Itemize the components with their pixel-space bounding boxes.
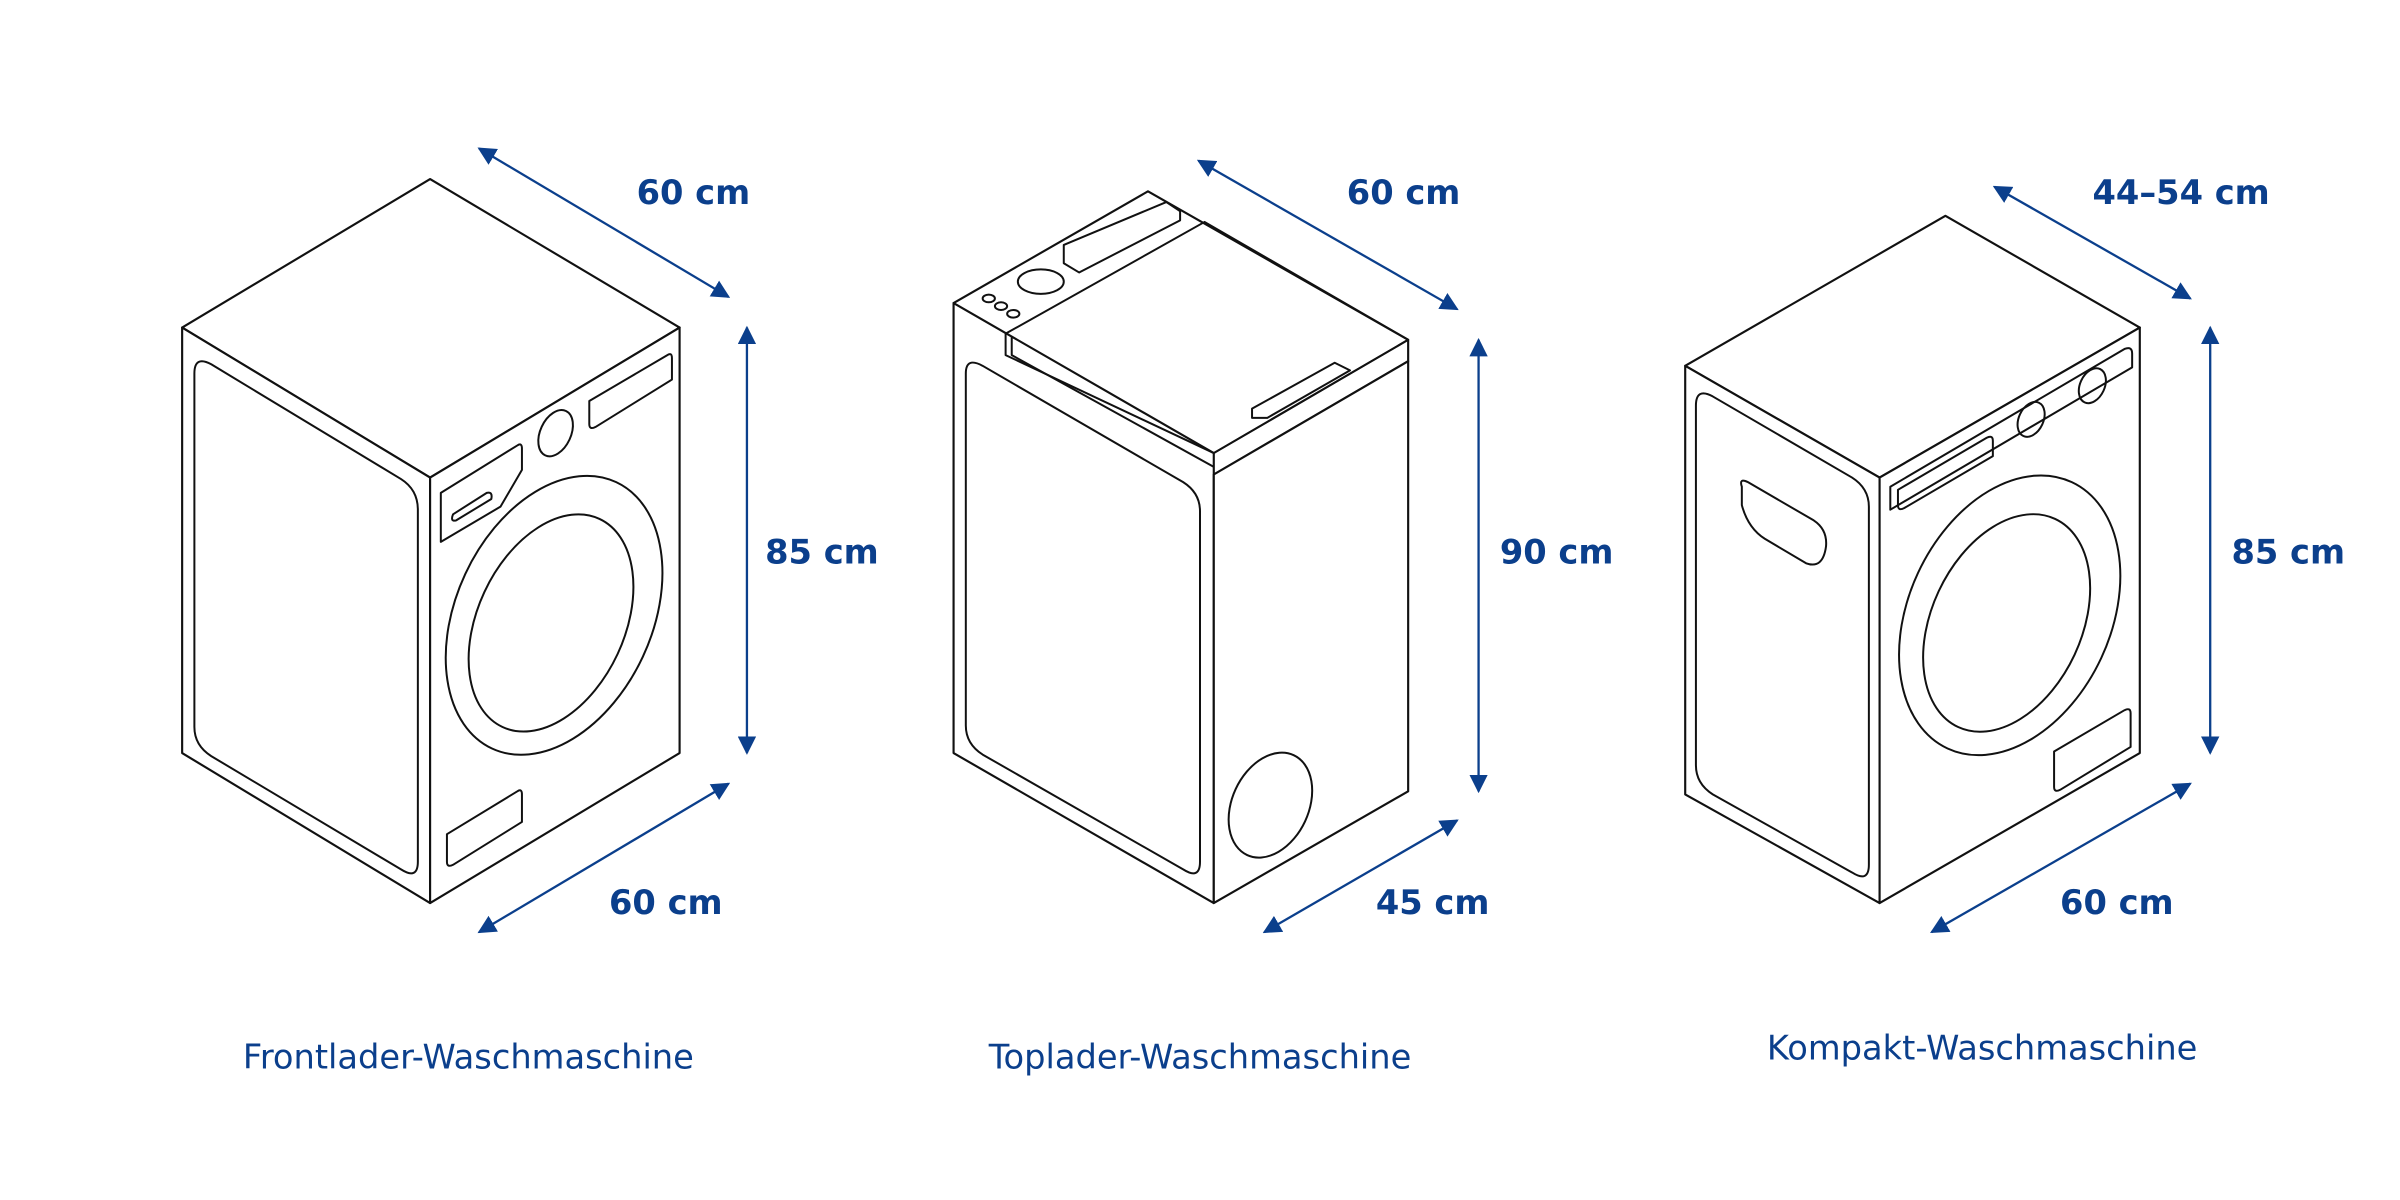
compact-caption: Kompakt-Waschmaschine [1767,1029,2198,1068]
toploader-width-arrow [1262,819,1459,934]
compact-width-arrow [1930,782,2192,934]
frontloader-width-arrow [477,782,731,934]
frontloader-depth-arrow [477,147,731,298]
toploader-width-label: 45 cm [1376,883,1490,922]
frontloader-width-label: 60 cm [609,883,723,922]
compact-height-label: 85 cm [2231,533,2345,572]
toploader-height-label: 90 cm [1500,533,1614,572]
frontloader-depth-label: 60 cm [637,173,751,212]
compact-width-label: 60 cm [2060,883,2174,922]
toploader-caption: Toplader-Waschmaschine [988,1038,1412,1077]
compact-depth-arrow [1992,185,2192,300]
toploader-illustration [952,190,1410,905]
compact-depth-label: 44–54 cm [2092,173,2269,212]
frontloader-height-label: 85 cm [765,533,879,572]
compact-machine-illustration [1684,214,2141,905]
toploader-depth-arrow [1196,159,1459,311]
frontloader-caption: Frontlader-Waschmaschine [243,1038,694,1077]
toploader-depth-label: 60 cm [1347,173,1461,212]
frontloader-illustration [181,178,681,905]
